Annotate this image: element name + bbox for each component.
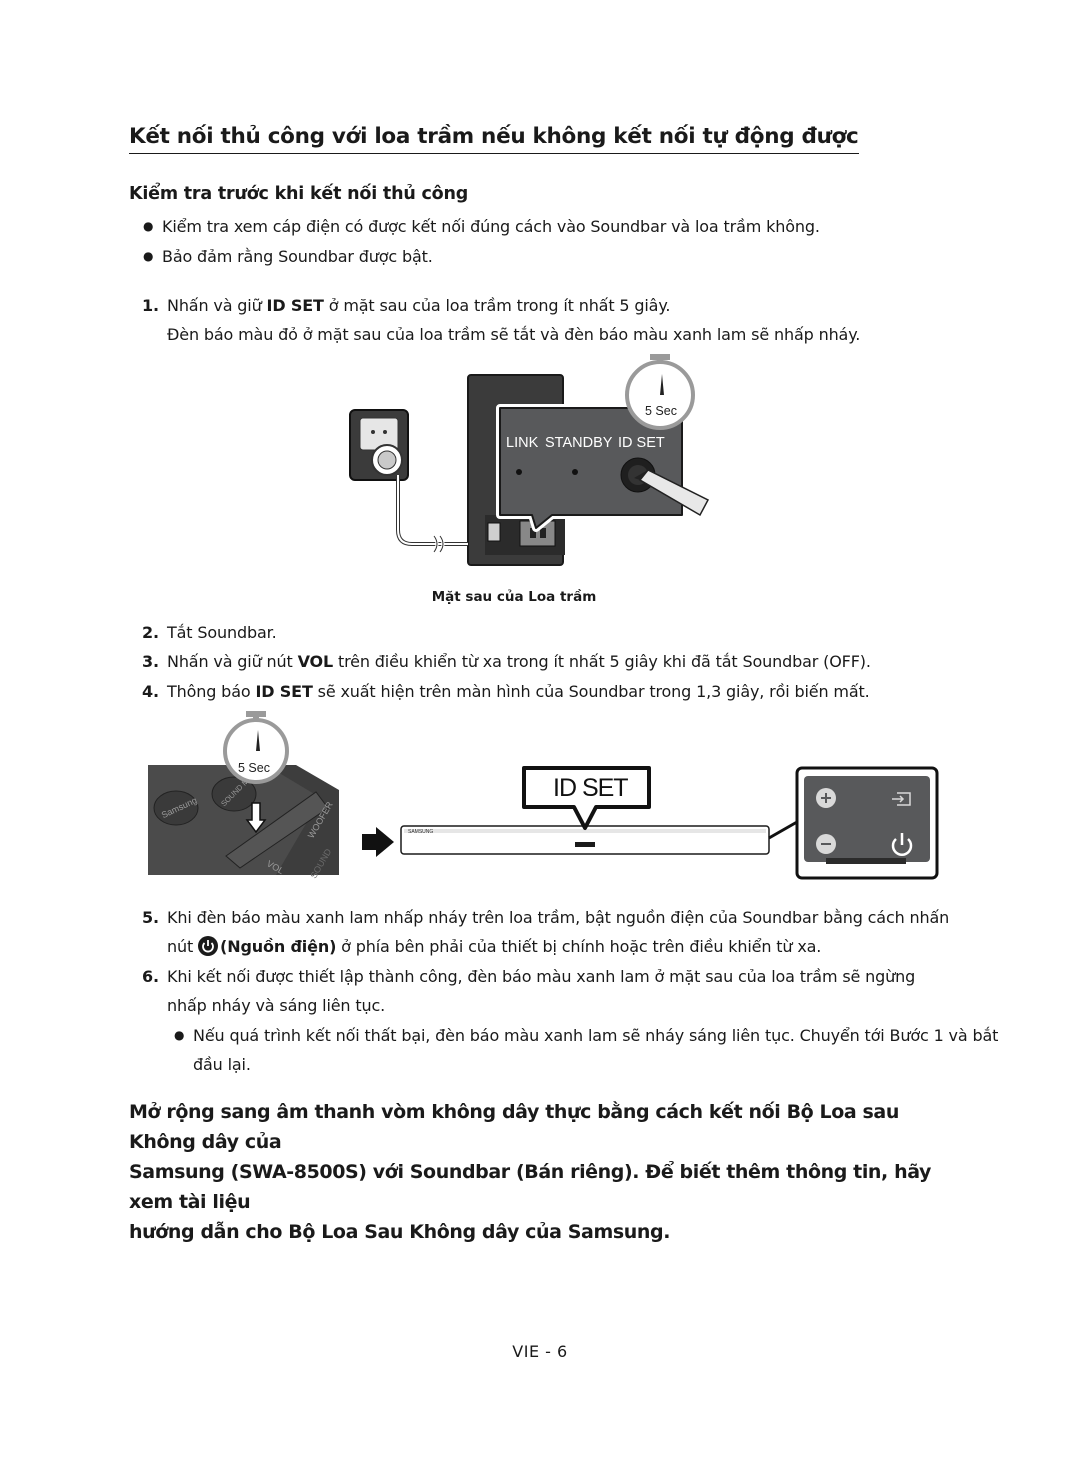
soundbar-brand: SAMSUNG [408, 829, 433, 835]
step-6: 6. Khi kết nối được thiết lập thành công… [142, 967, 916, 986]
standby-label: STANDBY [545, 435, 613, 451]
figure-caption: Mặt sau của Loa trầm [431, 589, 597, 605]
id-set-display-text: ID SET [553, 774, 628, 802]
power-icon [198, 936, 219, 956]
list-item: ● Bảo đảm rằng Soundbar được bật. [143, 242, 433, 271]
vol-rocker [225, 791, 329, 869]
bullet-icon: ● [174, 1028, 185, 1042]
display-callout [522, 766, 651, 830]
timer-label: 5 Sec [645, 404, 677, 418]
timer-label: 5 Sec [238, 761, 270, 775]
step-2: 2. Tắt Soundbar. [142, 623, 277, 642]
list-item: ● Kiểm tra xem cáp điện có được kết nối … [143, 212, 820, 241]
bullet-icon: ● [143, 249, 154, 263]
press-arrow-icon [245, 802, 267, 834]
id-set-label: ID SET [618, 435, 665, 451]
subsection-title: Kiểm tra trước khi kết nối thủ công [129, 184, 469, 204]
step-3: 3. Nhấn và giữ nút VOL trên điều khiển t… [142, 652, 871, 671]
step-6-note-continued: đầu lại. [193, 1055, 251, 1074]
subwoofer-rear-figure: LINK STANDBY ID SET 5 Sec [349, 354, 710, 566]
step-5: 5. Khi đèn báo màu xanh lam nhấp nháy tr… [142, 908, 950, 927]
link-label: LINK [506, 435, 539, 451]
pen-icon [638, 469, 710, 517]
soundbar-display [575, 842, 595, 847]
link-led [516, 469, 522, 475]
step-5-continued: nút (Nguồn điện) ở phía bên phải của thi… [167, 936, 822, 956]
step-1-detail: Đèn báo màu đỏ ở mặt sau của loa trầm sẽ… [167, 325, 861, 344]
arrow-icon [362, 827, 394, 857]
closing-paragraph: Mở rộng sang âm thanh vòm không dây thực… [129, 1101, 932, 1243]
input-source-icon [892, 792, 911, 806]
step-6-note: ● Nếu quá trình kết nối thất bại, đèn bá… [174, 1021, 998, 1050]
power-icon [891, 833, 913, 856]
step-1: 1. Nhấn và giữ ID SET ở mặt sau của loa … [142, 296, 671, 315]
step-6-continued: nhấp nháy và sáng liên tục. [167, 996, 386, 1015]
section-title: Kết nối thủ công với loa trầm nếu không … [129, 124, 859, 154]
standby-led [572, 469, 578, 475]
bullet-icon: ● [143, 219, 154, 233]
remote-soundbar-figure: Samsung SOUND MODE WOOFER VOL SOUND 5 Se… [148, 711, 939, 880]
page-footer: VIE - 6 [512, 1342, 568, 1361]
step-4: 4. Thông báo ID SET sẽ xuất hiện trên mà… [142, 682, 870, 701]
